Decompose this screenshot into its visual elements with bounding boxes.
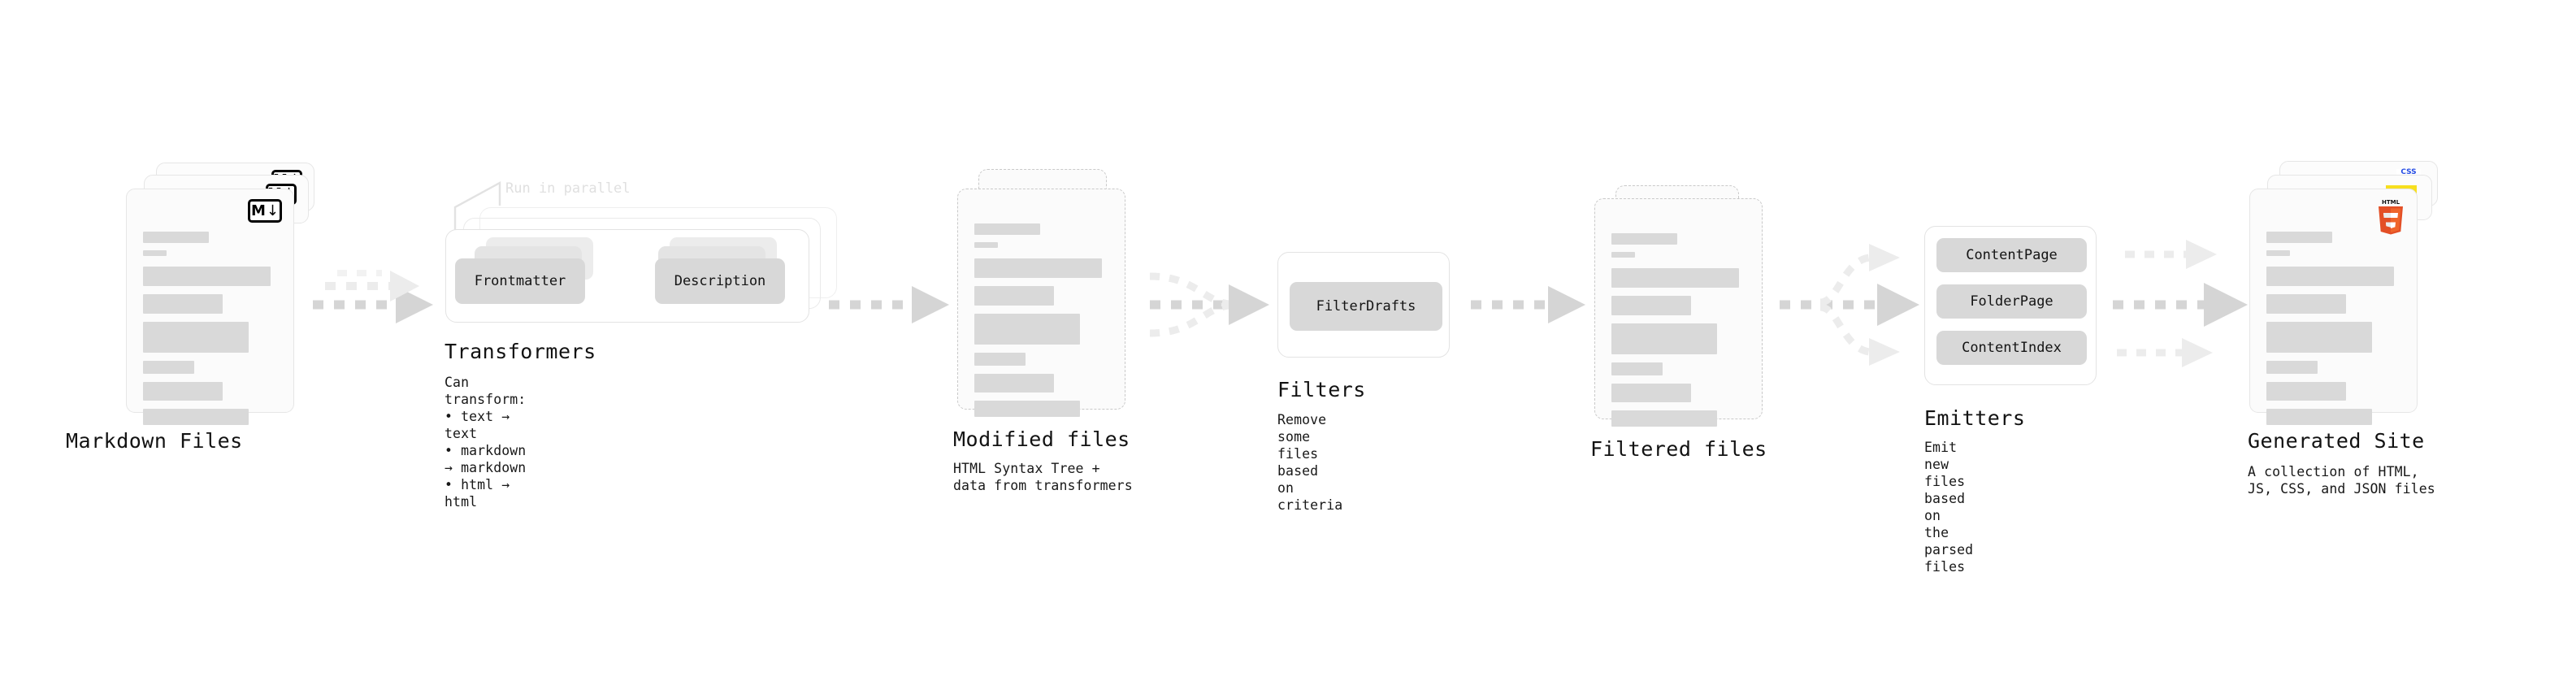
content-bar	[143, 409, 249, 425]
content-bar	[143, 361, 194, 374]
content-bar	[2266, 267, 2395, 286]
content-bar	[974, 223, 1041, 235]
markdown-card-stack: M↓ M↓ M↓	[126, 163, 321, 425]
emitter-node-label: ContentPage	[1966, 247, 2058, 263]
stage-title-generated: Generated Site	[2248, 429, 2425, 453]
emitter-node-label: FolderPage	[1970, 293, 2053, 310]
emitter-node-label: ContentIndex	[1962, 340, 2062, 356]
modified-card-stack	[957, 169, 1144, 421]
content-bar	[974, 258, 1103, 278]
filtered-card-content	[1611, 233, 1749, 427]
connector-filtered-to-emitters	[1780, 244, 1919, 366]
stage-desc-filters: Remove some files based on criteria	[1277, 412, 1343, 513]
connector-transformers-to-modified	[829, 286, 949, 323]
generated-card-stack: CSS HTML	[2249, 161, 2444, 425]
content-bar	[2266, 409, 2373, 425]
stage-title-filters: Filters	[1277, 378, 1366, 401]
stage-title-filtered: Filtered files	[1590, 437, 1767, 461]
markdown-card-content	[143, 232, 280, 425]
content-bar	[143, 322, 249, 353]
connector-markdown-to-transformers	[313, 270, 433, 323]
content-bar	[143, 232, 210, 243]
connector-emitters-to-generated	[2113, 240, 2248, 367]
content-bar	[1611, 410, 1718, 427]
run-in-parallel-label: Run in parallel	[505, 180, 631, 197]
stage-title-emitters: Emitters	[1924, 406, 2026, 430]
markdown-badge-letter: M	[250, 202, 266, 219]
filtered-card-stack	[1594, 185, 1781, 429]
filter-node-filterdrafts[interactable]: FilterDrafts	[1290, 282, 1442, 331]
content-bar	[974, 242, 998, 248]
markdown-card-front: M↓	[126, 189, 294, 425]
transformer-node-label: Description	[674, 273, 766, 289]
html5-badge-icon: HTML	[2374, 197, 2407, 235]
emitter-node-folderpage[interactable]: FolderPage	[1936, 284, 2087, 319]
generated-card-front: HTML	[2249, 189, 2418, 425]
content-bar	[1611, 362, 1663, 375]
content-bar	[2266, 294, 2347, 314]
stage-filtered-files: Filtered files	[1590, 185, 1781, 461]
content-bar	[143, 267, 271, 286]
stage-desc-modified: HTML Syntax Tree + data from transformer…	[953, 461, 1133, 493]
content-bar	[974, 374, 1055, 393]
content-bar	[1611, 384, 1692, 402]
content-bar	[1611, 252, 1635, 258]
stage-modified-files: Modified files HTML Syntax Tree + data f…	[953, 169, 1144, 493]
content-bar	[974, 286, 1055, 306]
content-bar	[143, 382, 223, 401]
connector-filters-to-filtered	[1471, 286, 1585, 323]
transformer-node-label: Frontmatter	[474, 273, 566, 289]
stage-title-modified: Modified files	[953, 427, 1130, 451]
generated-card-content	[2266, 232, 2404, 425]
content-bar	[143, 250, 167, 256]
connector-modified-to-filters	[1149, 272, 1269, 337]
stage-title-markdown: Markdown Files	[66, 429, 243, 453]
content-bar	[1611, 268, 1740, 288]
stage-markdown-files: M↓ M↓ M↓	[66, 163, 321, 453]
content-bar	[1611, 296, 1692, 315]
content-bar	[1611, 323, 1718, 354]
stage-title-transformers: Transformers	[445, 340, 596, 363]
content-bar	[2266, 382, 2347, 401]
transformer-node-frontmatter[interactable]: Frontmatter	[455, 258, 585, 304]
stage-desc-generated: A collection of HTML, JS, CSS, and JSON …	[2248, 464, 2435, 497]
content-bar	[1611, 233, 1678, 245]
content-bar	[2266, 250, 2290, 256]
emitter-node-contentindex[interactable]: ContentIndex	[1936, 331, 2087, 365]
svg-text:HTML: HTML	[2382, 199, 2400, 206]
content-bar	[2266, 361, 2318, 374]
content-bar	[974, 401, 1081, 417]
stage-generated-site: CSS HTML	[2248, 161, 2444, 497]
content-bar	[974, 314, 1081, 345]
filters-box: FilterDrafts	[1277, 252, 1450, 358]
content-bar	[974, 353, 1026, 366]
filtered-card-front	[1594, 198, 1763, 427]
modified-card-content	[974, 223, 1112, 417]
content-bar	[2266, 322, 2373, 353]
emitter-node-contentpage[interactable]: ContentPage	[1936, 238, 2087, 272]
transformer-node-description[interactable]: Description	[655, 258, 785, 304]
markdown-badge-front: M↓	[248, 199, 282, 223]
filter-node-label: FilterDrafts	[1316, 298, 1416, 314]
emitters-box: ContentPage FolderPage ContentIndex	[1924, 226, 2097, 385]
content-bar	[2266, 232, 2333, 243]
content-bar	[143, 294, 223, 314]
modified-card-front	[957, 189, 1125, 417]
stage-desc-transformers: Can transform: • text → text • markdown …	[445, 375, 527, 510]
markdown-badge-arrow-icon: ↓	[266, 202, 279, 219]
stage-desc-emitters: Emit new files based on the parsed files	[1924, 440, 1974, 575]
